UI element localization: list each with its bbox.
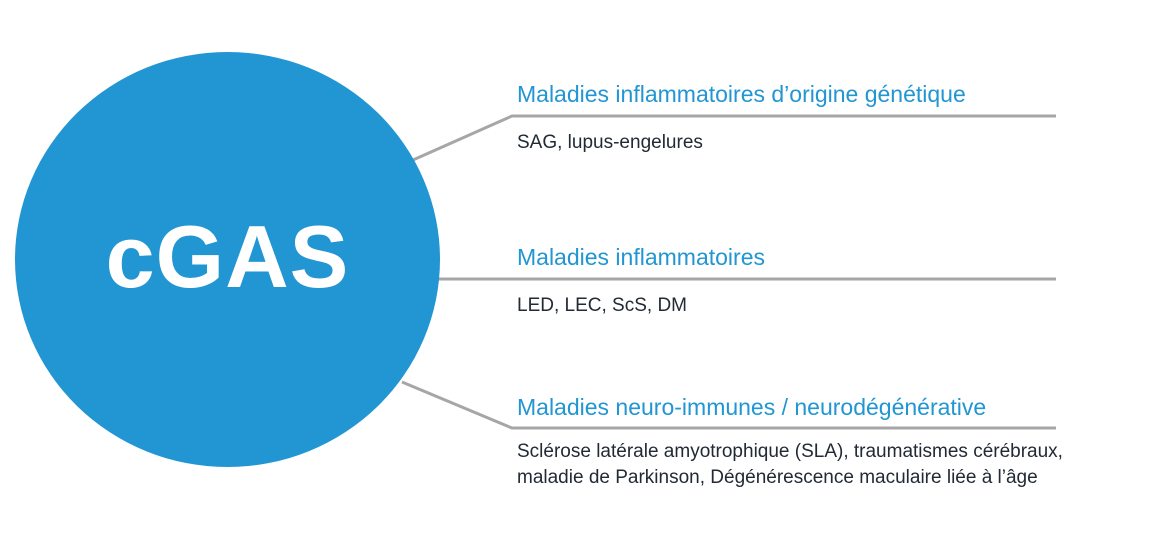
connector-line-2	[401, 380, 1056, 430]
branch-neuro-immune: Maladies neuro-immunes / neurodégénérati…	[517, 393, 1117, 491]
branch-inflammatory: Maladies inflammatoires LED, LEC, ScS, D…	[517, 243, 1117, 319]
branch-title: Maladies inflammatoires d’origine généti…	[517, 81, 966, 107]
branch-title: Maladies inflammatoires	[517, 244, 765, 270]
cgas-hub-circle: cGAS	[15, 52, 440, 467]
hub-label: cGAS	[105, 206, 350, 306]
branch-title: Maladies neuro-immunes / neurodégénérati…	[517, 394, 987, 420]
branch-description: LED, LEC, ScS, DM	[517, 295, 687, 316]
branch-description: SAG, lupus-engelures	[517, 132, 703, 153]
connector-line-0	[412, 114, 1056, 162]
branch-genetic-inflammatory: Maladies inflammatoires d’origine généti…	[517, 80, 1117, 156]
branch-description: Sclérose latérale amyotrophique (SLA), t…	[517, 441, 1063, 488]
